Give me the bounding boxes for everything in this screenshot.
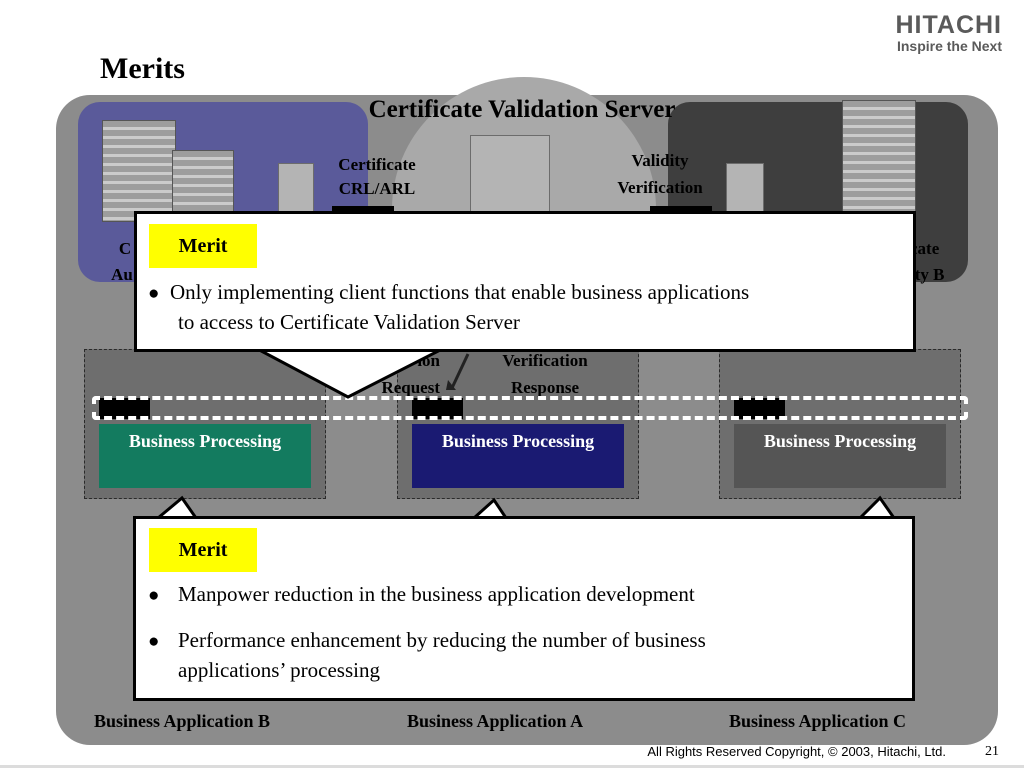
right-arrow-label-validity: Validity bbox=[631, 151, 689, 170]
server-title: Certificate Validation Server bbox=[368, 96, 676, 123]
client-function-band bbox=[92, 396, 968, 420]
client-module-b bbox=[99, 398, 150, 419]
merit-bottom-item-1: Manpower reduction in the business appli… bbox=[178, 582, 695, 606]
ca-b-building-icon bbox=[842, 100, 916, 222]
left-arrow-label-crl: CRL/ARL bbox=[338, 179, 416, 198]
bullet-icon: ● bbox=[148, 631, 160, 652]
merit-top-line-2: to access to Certificate Validation Serv… bbox=[178, 310, 520, 334]
business-application-a-label: Business Application A bbox=[407, 711, 584, 731]
ca-left-partial-1: C bbox=[118, 239, 132, 258]
bottom-rule bbox=[0, 765, 1024, 768]
business-processing-a: Business Processing bbox=[412, 424, 624, 488]
merit-badge-bottom: Merit bbox=[149, 528, 257, 572]
merit-top-line-1: Only implementing client functions that … bbox=[170, 280, 750, 304]
business-processing-b: Business Processing bbox=[99, 424, 311, 488]
business-application-b-label: Business Application B bbox=[94, 711, 271, 731]
left-arrow-label-certificate: Certificate bbox=[338, 155, 416, 174]
business-processing-c: Business Processing bbox=[734, 424, 946, 488]
copyright-notice: All Rights Reserved Copyright, © 2003, H… bbox=[647, 744, 946, 759]
bullet-icon: ● bbox=[148, 283, 160, 304]
ca-a-annex-icon bbox=[172, 150, 234, 222]
merit-callout-bottom bbox=[133, 516, 915, 701]
merit-callout-top bbox=[134, 211, 916, 352]
ca-a-building-icon bbox=[102, 120, 176, 222]
ca-left-partial-2: Au bbox=[111, 265, 133, 284]
verification-arrow bbox=[446, 353, 470, 390]
bullet-icon: ● bbox=[148, 585, 160, 606]
merit-badge-top: Merit bbox=[149, 224, 257, 268]
page-number: 21 bbox=[985, 744, 999, 759]
slide-title: Merits bbox=[100, 52, 185, 85]
client-module-c bbox=[734, 398, 785, 419]
merit-bottom-item-2-line-1: Performance enhancement by reducing the … bbox=[178, 628, 706, 652]
response-label-2: Response bbox=[510, 378, 579, 397]
hitachi-logo: HITACHI Inspire the Next bbox=[862, 12, 1002, 54]
ca-right-partial-1: cate bbox=[910, 239, 940, 258]
logo-tagline: Inspire the Next bbox=[896, 38, 1002, 54]
response-label-1: Verification bbox=[502, 351, 588, 370]
business-application-c-label: Business Application C bbox=[729, 711, 907, 731]
merit-bottom-item-2-line-2: applications’ processing bbox=[178, 658, 380, 682]
request-label-2: Request bbox=[381, 378, 440, 397]
client-module-a bbox=[412, 398, 463, 419]
right-arrow-label-verification: Verification bbox=[617, 178, 703, 197]
logo-brand: HITACHI bbox=[895, 11, 1002, 39]
top-callout-pointer bbox=[250, 345, 451, 399]
ca-right-partial-2: ity B bbox=[910, 265, 945, 284]
validation-server-icon bbox=[470, 135, 550, 219]
